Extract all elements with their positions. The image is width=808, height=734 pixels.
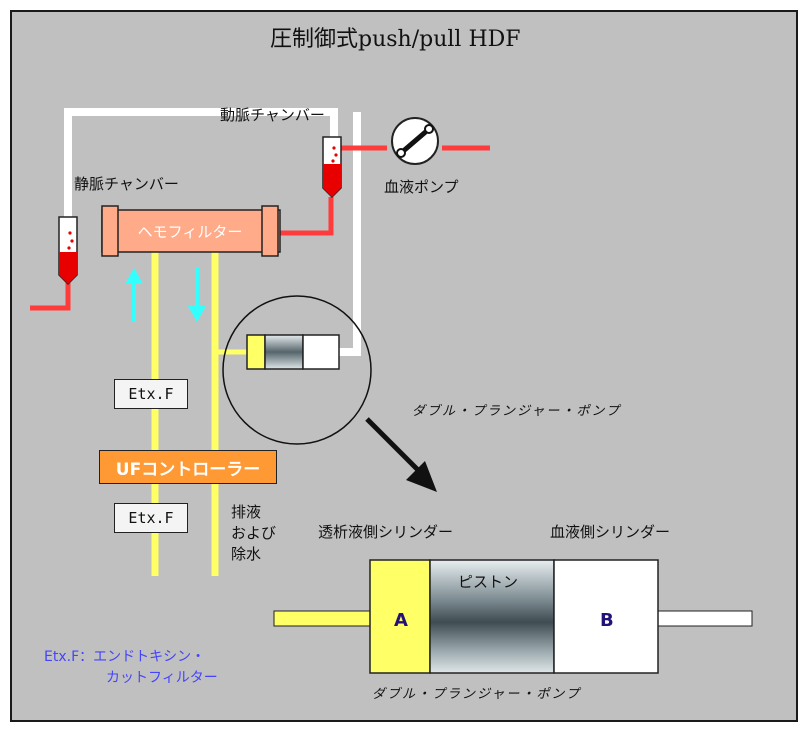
legend-line2: カットフィルター <box>106 670 218 686</box>
drain-label-line2: および <box>231 524 277 542</box>
etx-filter-upper: Etx.F <box>114 379 188 409</box>
flow-arrow-down <box>188 268 206 322</box>
drain-label-line1: 排液 <box>231 503 262 521</box>
diagram-panel: 圧制御式push/pull HDF 動脈チャンバー 静脈チャンバー 血液ポンプ … <box>10 10 798 722</box>
small-plunger-pump <box>246 334 340 370</box>
piston-label: ピストン <box>458 573 519 591</box>
hemofilter-label: ヘモフィルター <box>137 222 243 241</box>
blood-pump-label: 血液ポンプ <box>384 178 459 196</box>
arterial-chamber <box>322 136 342 199</box>
venous-chamber <box>58 216 78 286</box>
blood-cylinder-label: 血液側シリンダー <box>550 523 671 541</box>
etx-filter-lower: Etx.F <box>114 503 188 533</box>
double-plunger-pump-label-lower: ダブル・プランジャー・ポンプ <box>372 687 581 702</box>
blood-line-filter-to-chamber <box>279 197 334 236</box>
pump-white-line <box>337 112 361 356</box>
blood-line-left <box>30 282 71 311</box>
large-plunger-pump <box>273 559 753 674</box>
flow-arrow-up <box>125 268 143 322</box>
drain-label-line3: 除水 <box>231 545 262 563</box>
uf-controller: UFコントローラー <box>99 450 277 484</box>
arterial-chamber-label: 動脈チャンバー <box>220 106 325 124</box>
blood-pump-icon <box>391 117 439 165</box>
venous-chamber-label: 静脈チャンバー <box>74 175 179 193</box>
dialysate-cylinder-label: 透析液側シリンダー <box>318 523 454 541</box>
zoom-arrow <box>365 417 437 492</box>
chamber-a-label: A <box>394 610 408 631</box>
chamber-b-label: B <box>600 610 614 631</box>
return-line <box>64 108 338 222</box>
legend-line1: Etx.F：エンドトキシン・ <box>44 649 206 665</box>
hemofilter <box>101 205 281 257</box>
double-plunger-pump-label-upper: ダブル・プランジャー・ポンプ <box>412 404 621 419</box>
hdf-diagram <box>30 108 753 674</box>
magnifier-circle <box>222 295 372 445</box>
diagram-title: 圧制御式push/pull HDF <box>270 27 521 52</box>
